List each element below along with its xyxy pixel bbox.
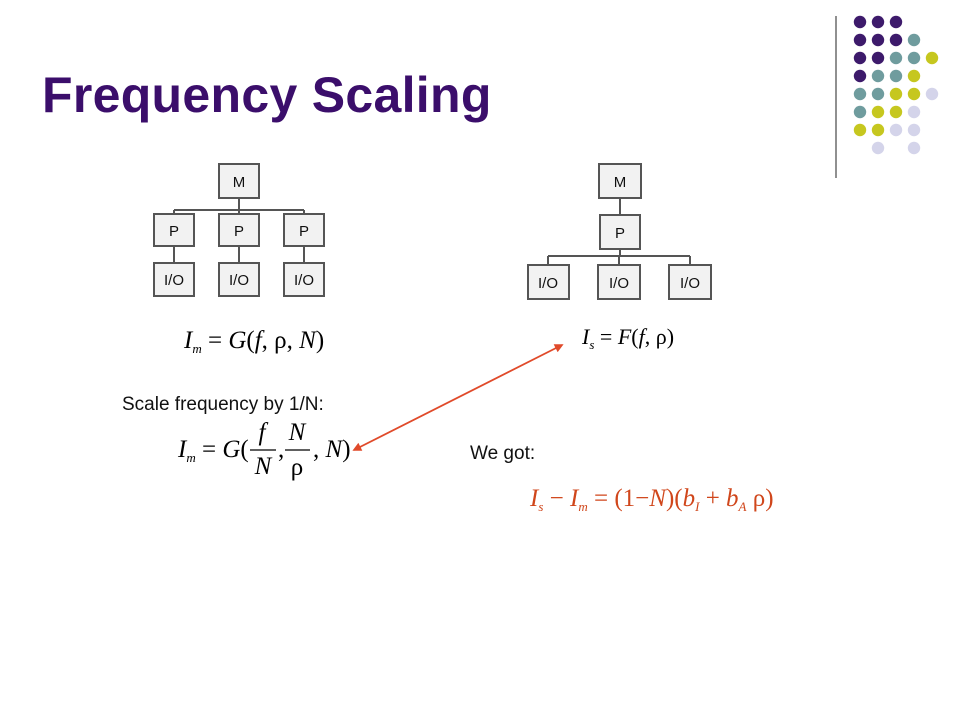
decorative-dot [925, 51, 939, 65]
io-node: I/O [153, 262, 195, 297]
io-node: I/O [283, 262, 325, 297]
decorative-dot [871, 105, 885, 119]
io-label: I/O [538, 275, 558, 292]
equation-result: Is − Im = (1−N)(bI + bA ρ) [529, 485, 774, 514]
decorative-dot [853, 87, 867, 101]
decorative-dot [889, 105, 903, 119]
decorative-dot [871, 123, 885, 137]
decorative-dot [907, 123, 921, 137]
memory-label: M [233, 174, 246, 191]
decorative-dot [853, 105, 867, 119]
decorative-dot [925, 87, 939, 101]
svg-text:,: , [278, 436, 284, 463]
scale-frequency-label: Scale frequency by 1/N: [122, 394, 324, 415]
io-label: I/O [294, 272, 314, 289]
decorative-dot [907, 51, 921, 65]
equation-left: Im = G(f, ρ, N) [183, 327, 324, 356]
decorative-dot [907, 33, 921, 47]
processor-label: P [169, 223, 179, 240]
decorative-dot [871, 33, 885, 47]
io-node: I/O [597, 264, 641, 300]
io-label: I/O [164, 272, 184, 289]
svg-text:Im = G(f, ρ, N): Im = G(f, ρ, N) [183, 327, 324, 356]
processor-node: P [218, 213, 260, 247]
equation-right: Is = F(f, ρ) [581, 324, 674, 352]
decorative-dot [871, 15, 885, 29]
decorative-dot [853, 69, 867, 83]
left-hierarchy-diagram: M P P P I/O I/O [153, 163, 325, 297]
svg-text:Is − Im = (1−N)(bI + bA ρ): Is − Im = (1−N)(bI + bA ρ) [529, 485, 774, 514]
io-label: I/O [609, 275, 629, 292]
we-got-label: We got: [470, 443, 536, 464]
io-node: I/O [218, 262, 260, 297]
decorative-dot [871, 87, 885, 101]
decorative-dot [853, 15, 867, 29]
decorative-dot [889, 123, 903, 137]
decorative-dot [889, 15, 903, 29]
decorative-dot [853, 123, 867, 137]
processor-label: P [615, 225, 625, 242]
io-node: I/O [527, 264, 570, 300]
svg-text:N: N [288, 419, 307, 446]
processor-node: P [153, 213, 195, 247]
decorative-dot [853, 51, 867, 65]
decorative-dot [889, 69, 903, 83]
svg-text:, N): , N) [313, 436, 351, 463]
svg-text:f: f [259, 419, 269, 446]
decorative-dot [907, 69, 921, 83]
memory-node: M [218, 163, 260, 199]
processor-node: P [599, 214, 641, 250]
decorative-dot [889, 51, 903, 65]
double-arrow-connector [352, 344, 564, 451]
memory-node: M [598, 163, 642, 199]
decorative-dot [871, 141, 885, 155]
svg-text:Is = F(f, ρ): Is = F(f, ρ) [581, 324, 674, 352]
decorative-dot [889, 33, 903, 47]
processor-node: P [283, 213, 325, 247]
decorative-dot [907, 141, 921, 155]
io-label: I/O [229, 272, 249, 289]
decorative-dot [871, 69, 885, 83]
equation-scaled: Im = G( f N , N ρ , N) [177, 419, 351, 481]
svg-text:Im = G(: Im = G( [177, 436, 249, 465]
decorative-dot [907, 87, 921, 101]
processor-label: P [234, 223, 244, 240]
processor-label: P [299, 223, 309, 240]
decorative-dot [907, 105, 921, 119]
decorative-dot [853, 33, 867, 47]
slide-title: Frequency Scaling [42, 67, 492, 123]
decorative-dot [889, 87, 903, 101]
svg-text:N: N [254, 453, 273, 480]
svg-text:ρ: ρ [291, 454, 303, 481]
decorative-dot [871, 51, 885, 65]
right-hierarchy-diagram: M P I/O I/O I/O [527, 163, 712, 300]
io-node: I/O [668, 264, 712, 300]
io-label: I/O [680, 275, 700, 292]
memory-label: M [614, 174, 627, 191]
